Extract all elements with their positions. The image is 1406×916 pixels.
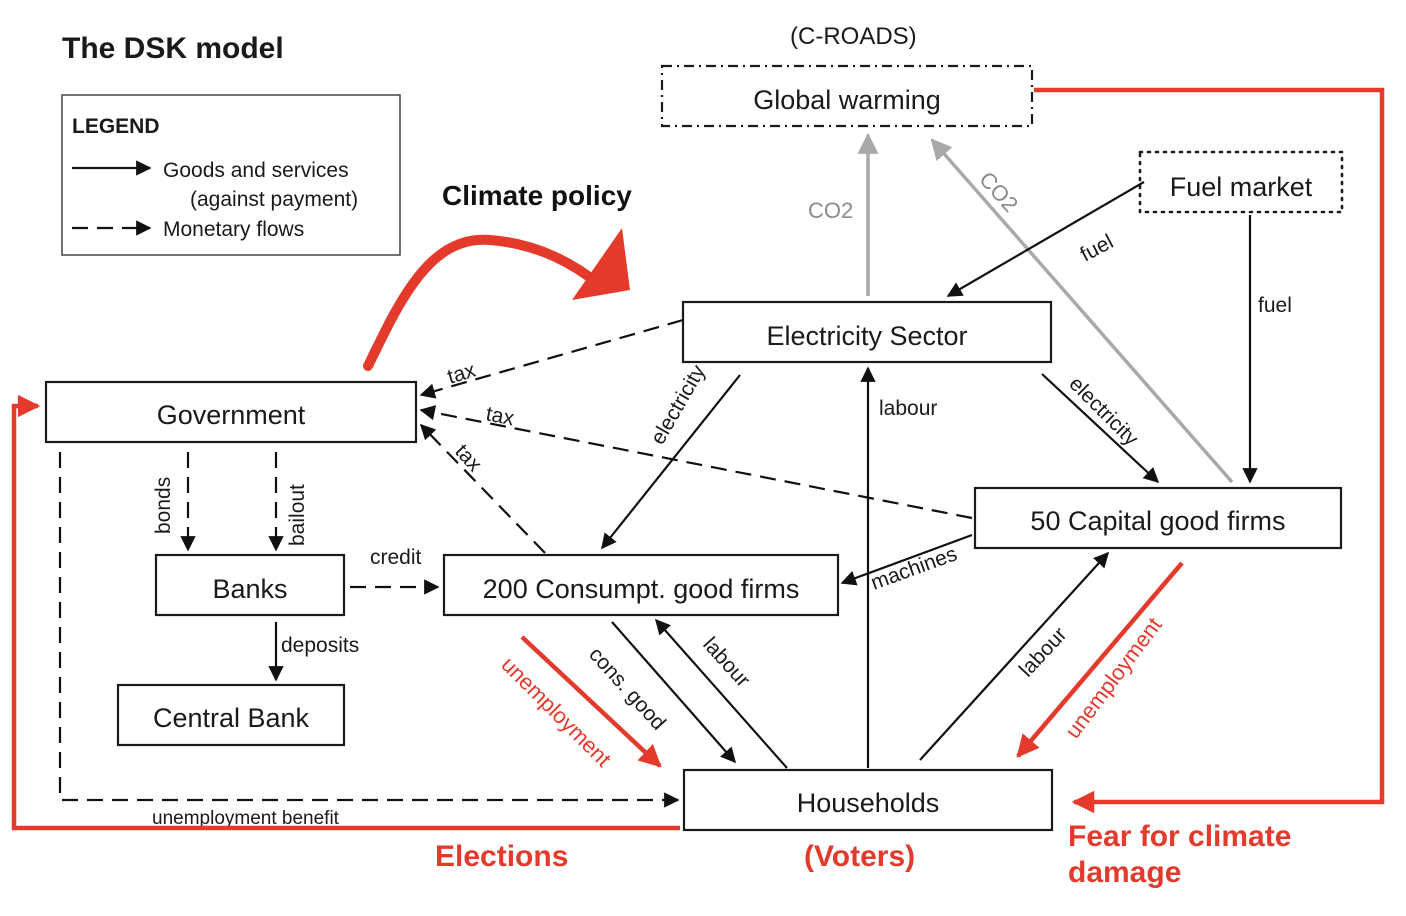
legend-title: LEGEND xyxy=(72,115,160,138)
deposits-label: deposits xyxy=(281,634,359,657)
unemployment-benefit-label: unemployment benefit xyxy=(152,808,340,829)
electricity-arrow-capital xyxy=(1041,373,1160,484)
unemployment-benefit-arrow xyxy=(58,452,680,808)
co2-diag-label: CO2 xyxy=(974,167,1023,217)
government-label: Government xyxy=(157,400,306,430)
node-capital-firms: 50 Capital good firms xyxy=(973,486,1343,550)
cons-good-label: cons. good xyxy=(584,643,670,735)
node-electricity-sector: Electricity Sector xyxy=(681,300,1053,364)
node-consumption-firms: 200 Consumpt. good firms xyxy=(442,553,840,617)
elections-label: Elections xyxy=(435,840,568,873)
labour-arrow-consumption xyxy=(654,618,788,769)
fear-climate-arrow xyxy=(1034,87,1385,814)
electricity-left-label: electricity xyxy=(646,361,710,449)
unemployment-right-arrow xyxy=(1016,561,1184,758)
electricity-arrow-consumption xyxy=(601,374,741,550)
tax-arrow-electricity xyxy=(419,318,684,399)
banks-label: Banks xyxy=(212,574,287,604)
voters-label: (Voters) xyxy=(804,840,915,873)
elections-arrow xyxy=(11,394,680,831)
unemployment-right-label: unemployment xyxy=(1060,613,1167,743)
diagram-title: The DSK model xyxy=(62,32,284,65)
tax-arrow-capital xyxy=(419,405,973,520)
consumption-firms-label: 200 Consumpt. good firms xyxy=(483,574,800,604)
fuel-market-label: Fuel market xyxy=(1170,172,1313,202)
cons-good-arrow xyxy=(611,621,737,764)
legend-goods-line2: (against payment) xyxy=(190,188,358,211)
electricity-sector-label: Electricity Sector xyxy=(766,321,967,351)
node-central-bank: Central Bank xyxy=(116,683,346,747)
machines-arrow xyxy=(840,533,973,586)
unemployment-left-arrow xyxy=(520,635,662,768)
legend: LEGEND Goods and services (against payme… xyxy=(61,94,401,256)
fuel-arrow-electricity xyxy=(946,181,1145,297)
legend-box xyxy=(61,94,401,256)
bailout-label: bailout xyxy=(286,484,309,546)
labour-arrow-capital xyxy=(919,551,1110,761)
central-bank-label: Central Bank xyxy=(153,703,310,733)
node-households: Households xyxy=(682,768,1054,832)
tax-arrow-consumption xyxy=(419,423,546,554)
tax-consumption-label: tax xyxy=(450,440,486,477)
credit-label: credit xyxy=(370,546,422,569)
global-warming-label: Global warming xyxy=(753,85,941,115)
capital-firms-label: 50 Capital good firms xyxy=(1030,506,1285,536)
electricity-right-label: electricity xyxy=(1064,372,1143,451)
labour-center-label: labour xyxy=(879,397,937,420)
co2-label: CO2 xyxy=(808,198,853,223)
node-global-warming: Global warming xyxy=(660,64,1034,128)
legend-monetary: Monetary flows xyxy=(163,218,304,241)
node-fuel-market: Fuel market xyxy=(1138,150,1344,214)
climate-policy-arrow xyxy=(363,234,605,371)
labour-capital-label: labour xyxy=(1015,623,1072,681)
co2-arrow-capital xyxy=(930,138,1234,484)
bonds-label: bonds xyxy=(152,477,175,534)
croads-label: (C-ROADS) xyxy=(790,23,917,50)
fear-line2-label: damage xyxy=(1068,856,1181,889)
fuel-right-label: fuel xyxy=(1258,294,1292,317)
tax-elec-label: tax xyxy=(445,358,479,388)
climate-policy-arrowhead xyxy=(572,228,630,300)
households-label: Households xyxy=(797,788,940,818)
legend-goods-line1: Goods and services xyxy=(163,159,349,182)
node-government: Government xyxy=(44,380,418,444)
climate-policy-label: Climate policy xyxy=(442,180,632,211)
fear-line1-label: Fear for climate xyxy=(1068,820,1291,853)
fuel-diag-label: fuel xyxy=(1077,230,1118,266)
node-banks: Banks xyxy=(154,553,346,617)
tax-capital-label: tax xyxy=(484,402,516,430)
labour-consumption-label: labour xyxy=(698,633,754,692)
machines-label: machines xyxy=(868,542,960,594)
